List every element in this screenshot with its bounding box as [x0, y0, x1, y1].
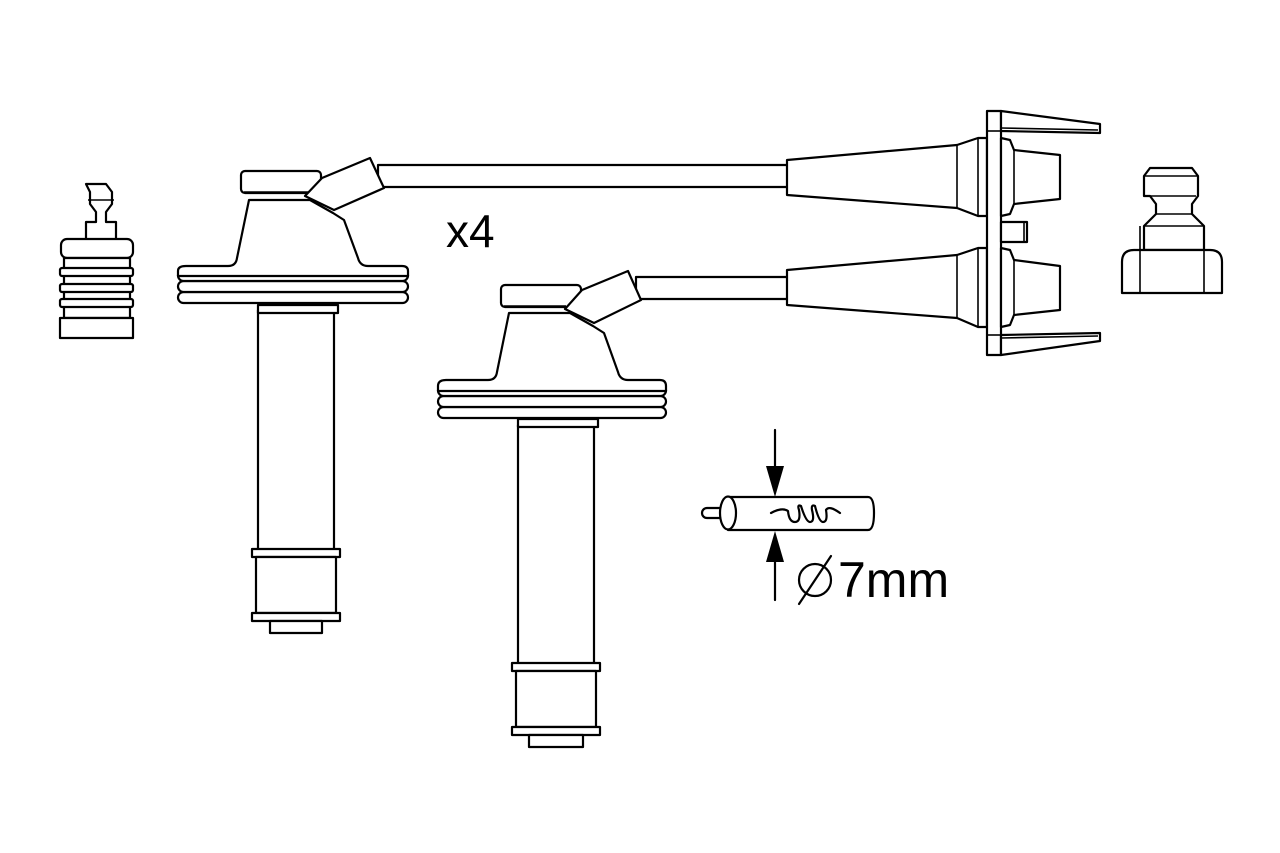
plug-boot-1-icon — [176, 156, 790, 635]
left-adapter-icon — [58, 182, 135, 340]
quantity-label: x4 — [446, 205, 495, 257]
cable-diameter-label: 7mm — [838, 552, 950, 608]
right-adapter-icon — [1120, 166, 1224, 295]
plug-boot-2-icon — [436, 269, 790, 749]
distributor-connector-icon — [785, 109, 1102, 357]
cable-section-icon — [700, 428, 876, 606]
